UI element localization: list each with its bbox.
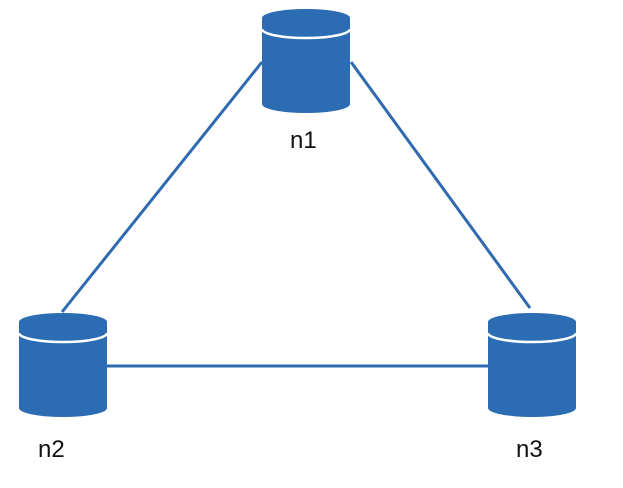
edge-n1-n3 [349,61,532,309]
node-label-n2: n2 [38,436,65,463]
node-n2-database-icon [17,313,109,417]
node-label-n3: n3 [516,436,543,463]
node-label-n1: n1 [290,127,317,154]
node-n3-database-icon [486,313,578,417]
node-n1-database-icon [260,9,352,113]
edge-n1-n2 [60,61,264,313]
